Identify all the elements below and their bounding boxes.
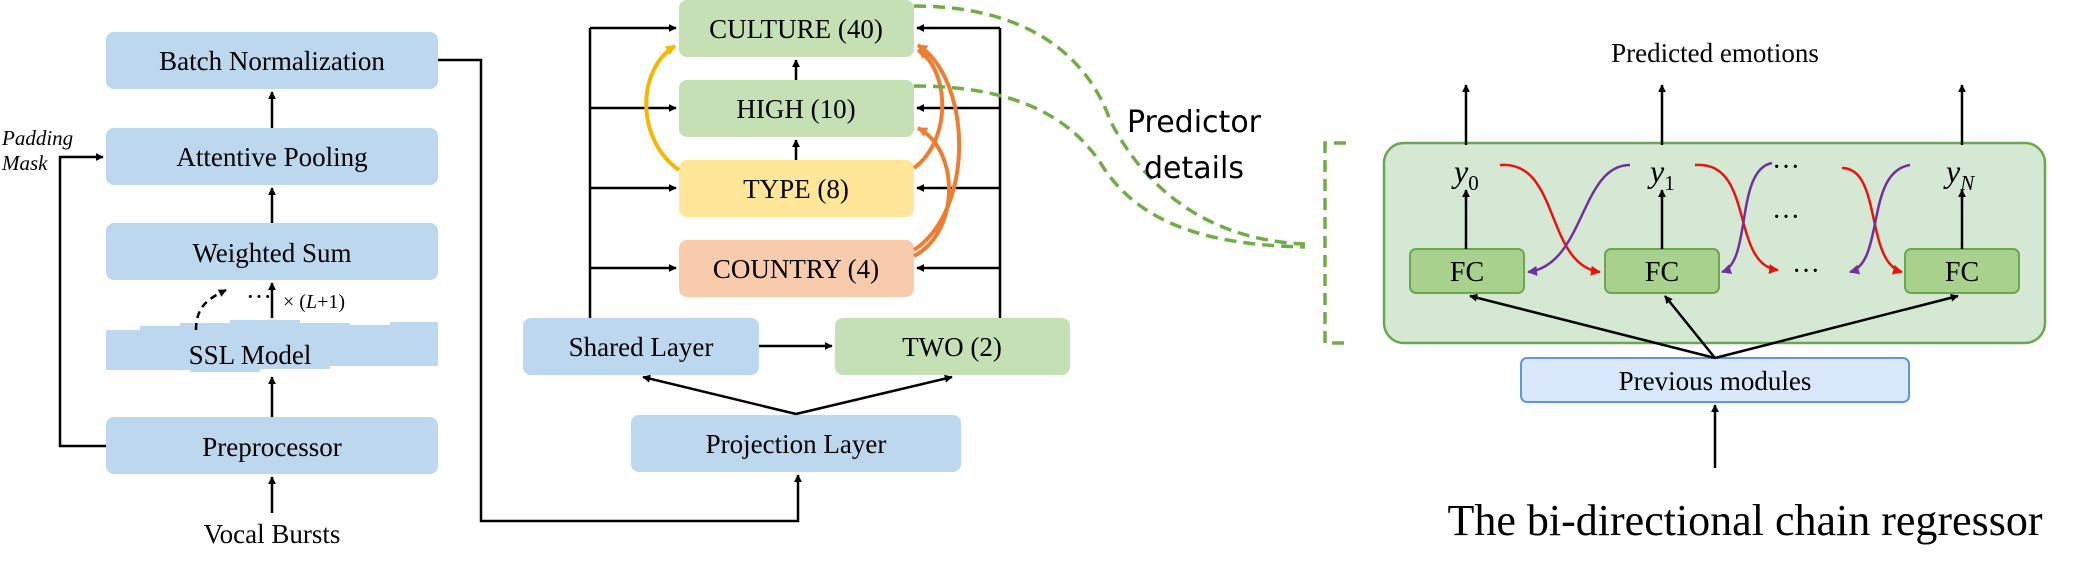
chain-panel	[1382, 141, 2047, 345]
batch-norm-label: Batch Normalization	[159, 46, 385, 76]
ssl-model-box	[106, 320, 438, 372]
red-curve-y1-next	[1694, 163, 1779, 275]
heads-section: CULTURE (40) HIGH (10) TYPE (8) COUNTRY …	[523, 0, 1346, 472]
orange-country-culture-arrow	[912, 43, 961, 252]
shared-layer-label: Shared Layer	[569, 332, 714, 362]
fc-label-N: FC	[1945, 257, 1979, 288]
fc-label-1: FC	[1645, 257, 1679, 288]
red-curve-y0-fc1	[1499, 163, 1601, 276]
previous-modules-label: Previous modules	[1619, 366, 1812, 396]
purple-curve-next-fc1	[1721, 161, 1773, 274]
mask-label: Mask	[1, 151, 48, 175]
yN-label: yN	[1943, 153, 1975, 195]
weighted-sum-box	[106, 223, 438, 280]
dashed-bracket	[1323, 141, 1346, 345]
purple-curve-yN-prev	[1849, 163, 1911, 275]
yellow-type-culture-arrow	[644, 44, 681, 172]
layers-count-label: × (L+1)	[283, 291, 345, 313]
preprocessor-box	[106, 417, 438, 474]
details-label: details	[1144, 151, 1244, 186]
encoder-section: Batch Normalization Attentive Pooling We…	[1, 32, 802, 549]
predictor-label: Predictor	[1127, 105, 1262, 140]
dots-bottom: ···	[1792, 256, 1820, 287]
two-label: TWO (2)	[902, 332, 1002, 362]
chain-section: Predicted emotions y0 y1 yN ··· ··· ··· …	[1382, 38, 2047, 545]
arrow-prev-fcN	[1714, 293, 1959, 360]
high-label: HIGH (10)	[736, 94, 855, 124]
dashed-layer-arrow	[194, 288, 227, 331]
padding-mask-line	[58, 153, 106, 448]
orange-country-high-arrow	[913, 126, 951, 258]
red-curve-prev-fcN	[1841, 166, 1903, 275]
culture-box	[679, 0, 914, 57]
chain-caption: The bi-directional chain regressor	[1448, 496, 2043, 545]
y0-label: y0	[1451, 153, 1479, 195]
country-box	[679, 240, 914, 297]
arrow-proj-shared	[642, 374, 797, 416]
ssl-model-label: SSL Model	[189, 340, 312, 370]
arrow-prev-fc0	[1469, 293, 1716, 360]
shared-layer-box	[523, 318, 759, 375]
weighted-sum-label: Weighted Sum	[192, 238, 351, 268]
preprocessor-label: Preprocessor	[202, 432, 341, 462]
orange-type-culture-arrow	[912, 48, 945, 170]
vocal-bursts-label: Vocal Bursts	[204, 519, 341, 549]
dots-middle: ···	[1772, 202, 1800, 233]
bn-to-projection-line	[438, 58, 802, 523]
two-box	[835, 318, 1070, 375]
high-box	[679, 80, 914, 137]
batch-norm-box	[106, 32, 438, 89]
purple-curve-y1-fc0	[1527, 163, 1631, 276]
padding-label: Padding	[1, 126, 73, 150]
y1-label: y1	[1647, 153, 1675, 195]
attentive-pooling-label: Attentive Pooling	[176, 142, 367, 172]
attentive-pooling-box	[106, 128, 438, 185]
arrow-prev-fc1	[1664, 295, 1716, 359]
country-label: COUNTRY (4)	[713, 254, 879, 284]
type-box	[679, 160, 914, 217]
projection-layer-box	[631, 415, 961, 472]
dashed-link-high	[913, 84, 1306, 249]
layers-dots: ···	[246, 282, 272, 311]
arrow-proj-two	[795, 374, 953, 416]
culture-label: CULTURE (40)	[709, 14, 883, 44]
predicted-emotions-label: Predicted emotions	[1611, 38, 1819, 68]
type-label: TYPE (8)	[743, 174, 849, 204]
fc-label-0: FC	[1450, 257, 1484, 288]
projection-layer-label: Projection Layer	[706, 429, 887, 459]
dots-top: ···	[1772, 152, 1800, 183]
